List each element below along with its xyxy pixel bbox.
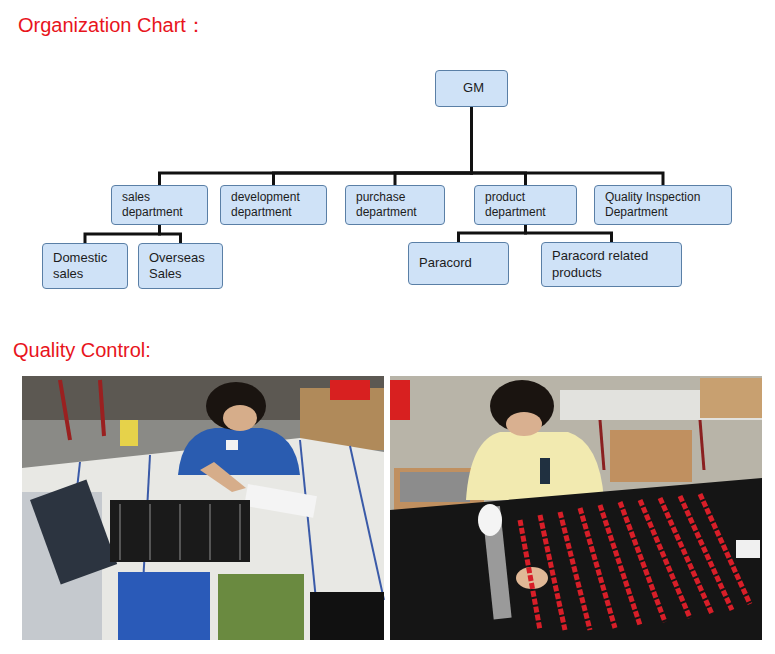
glove [478,504,502,536]
box-label: Quality Inspection Department [605,190,725,220]
table-leg [700,420,704,470]
black-bag [310,592,384,640]
lanyard-bundle [110,500,250,562]
paracord [660,498,712,614]
department-box: Paracord related products [541,242,682,287]
shoe [120,420,138,446]
photo-ground [390,376,762,640]
face [506,412,542,436]
lanyard-bundle [30,479,117,584]
blue-shirt [178,428,300,475]
paracord [640,500,690,618]
cord-pile [400,472,470,502]
box-label: product department [485,190,570,220]
yellow-shirt [466,432,604,500]
red-bag [330,380,370,400]
box-label: Paracord related products [552,248,675,281]
tree-connector [160,107,472,185]
box-label: sales department [122,190,201,220]
box-label: purchase department [356,190,438,220]
work-table [22,438,384,640]
department-box: sales department [111,185,208,225]
paracord-bundle [520,494,750,630]
table-leg [600,420,604,470]
tree-connector [160,225,181,243]
tree-connector [85,225,160,243]
table-stripe [350,446,384,600]
department-box: development department [220,185,327,225]
department-box: Overseas Sales [138,243,223,289]
paracord [520,520,540,630]
tree-connector [526,225,612,242]
tree-connector [459,225,526,242]
lanyard [119,504,121,560]
department-box: Quality Inspection Department [594,185,732,225]
badge [226,440,238,450]
box-label: GM [463,80,484,96]
tree-connector [274,107,472,185]
paracord [580,508,615,628]
lanyard [149,504,151,560]
department-box: product department [474,185,577,225]
hair [206,382,266,430]
box-label: Paracord [419,255,502,271]
face [223,405,257,431]
lanyard [209,504,211,560]
manager-box: GM [435,70,508,107]
green-bag [218,574,304,640]
paracord [540,515,565,630]
department-box: Domestic sales [42,243,128,289]
tag [736,540,760,558]
black-table [390,478,762,640]
chart-title: Organization Chart： [18,13,206,37]
department-box: Paracord [408,242,509,285]
paracord [620,502,665,622]
arm [200,462,246,492]
white-bag [244,484,317,518]
red-item [390,380,410,420]
box-label: development department [231,190,320,220]
tree-connector [395,107,472,185]
box-label: Domestic sales [53,250,121,283]
box-label: Overseas Sales [149,250,216,283]
paracord [600,505,640,625]
left-photo [22,376,384,640]
table-leg [100,380,104,436]
carton [700,378,762,418]
department-box: purchase department [345,185,445,225]
lanyard [179,504,181,560]
table-leg [60,380,70,440]
tree-connector [472,107,664,185]
photo-ground [22,376,384,640]
section-heading: Quality Control: [13,338,151,362]
paracord [560,512,590,630]
right-photo [390,376,762,640]
badge [540,458,550,484]
blue-bag [118,572,210,640]
carton [610,430,692,482]
lanyard [239,504,241,560]
